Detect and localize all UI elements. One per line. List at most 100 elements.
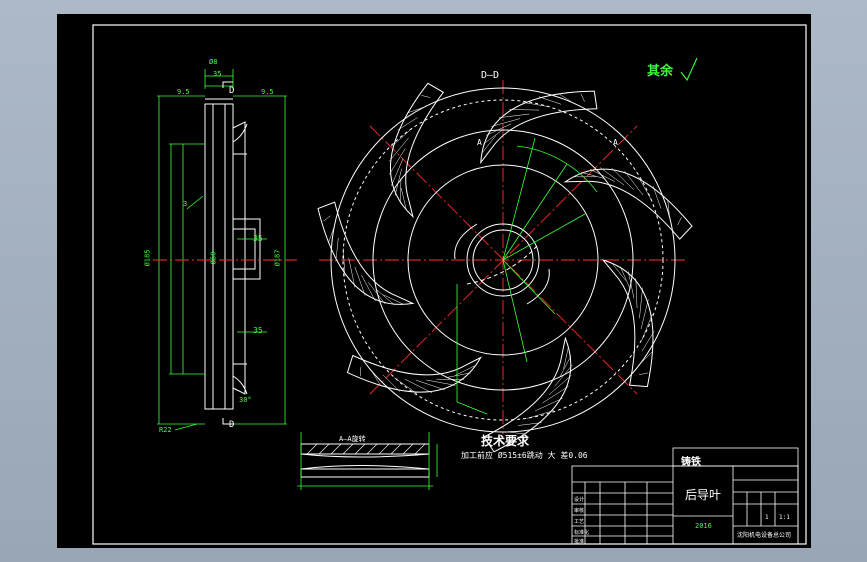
dim-right-offset: 9.5 (261, 88, 274, 96)
roughness-symbol (680, 57, 698, 82)
vane-hatch (640, 350, 654, 364)
vane-hatch (639, 372, 648, 376)
vane-hatch (554, 364, 573, 387)
vane-hatch (509, 109, 540, 111)
vane-hatch (348, 257, 356, 288)
inner-frame (92, 24, 807, 545)
dim-left-dia: Ø185 (143, 249, 152, 267)
cut-marker-right: A (613, 138, 618, 147)
view-marker-top: D (229, 86, 235, 96)
vane-hatch (635, 278, 638, 309)
title-block (571, 447, 799, 545)
tb-year: 2016 (695, 522, 712, 530)
vane-hatch (394, 377, 418, 394)
vane-outline (346, 354, 483, 393)
vane-hatch (599, 167, 625, 186)
vane-outline (480, 90, 598, 165)
vane-hatch (388, 148, 406, 175)
vane-hatch (559, 355, 572, 378)
vane-hatch (399, 178, 402, 204)
vane-hatch (558, 93, 573, 103)
vane-hatch (415, 379, 446, 391)
view-marker-bottom: D (229, 420, 235, 430)
vane-hatch (426, 379, 456, 386)
vane-hatch (628, 271, 635, 299)
front-view (330, 87, 676, 433)
vane-hatch (491, 118, 521, 127)
side-view (204, 98, 261, 410)
vane-hatch (611, 167, 634, 190)
vane-hatch (624, 170, 644, 196)
dim-right-dia: Ø187 (273, 249, 282, 267)
section-markers (222, 81, 233, 425)
section-a-dimensions (297, 432, 438, 490)
cut-marker-left: A (477, 138, 482, 147)
vane-hatch (375, 288, 395, 306)
vane-hatch (335, 237, 339, 262)
tech-note: 加工前应 Ø515±6跳动 大 差0.06 (461, 451, 588, 460)
vane-hatch (391, 127, 413, 147)
vane-hatch (371, 371, 382, 387)
vane-hatch (446, 372, 471, 378)
tb-approver: 批准 (574, 539, 585, 545)
vane-hatch (522, 102, 551, 108)
vane-hatch (397, 117, 418, 131)
vane-hatch (652, 186, 662, 209)
vane-hatch (641, 313, 653, 341)
vane-hatch (407, 107, 424, 114)
vane-hatch (527, 410, 554, 419)
vane-outline (483, 336, 572, 453)
vane-hatch (535, 398, 563, 412)
vane-hatch (640, 299, 649, 329)
vane-hatch (400, 188, 407, 210)
vane-hatch (581, 172, 606, 179)
dim-wall: 3 (183, 200, 188, 208)
vane-hatch (483, 129, 504, 145)
vane-hatch (548, 375, 572, 395)
vane-hatch (563, 347, 569, 369)
vane-hatch (542, 386, 569, 404)
vane-outline (563, 168, 693, 240)
section-label: D—D (481, 70, 500, 81)
vane-hatch (580, 93, 585, 102)
vane-outline (317, 201, 415, 305)
tb-checker: 审核 (574, 508, 585, 514)
vane-hatch (328, 227, 335, 244)
section-a-hatch (306, 443, 426, 455)
side-view-dimensions (157, 69, 287, 431)
dim-bottom: R22 (159, 426, 172, 434)
dim-angle: 30° (239, 396, 252, 404)
impeller-vanes (317, 82, 693, 453)
tb-sheet-count: 1 (765, 514, 769, 521)
tb-designer: 设计 (574, 497, 585, 503)
front-view-dimensions (456, 137, 598, 415)
vane-hatch (481, 135, 496, 153)
tb-standard: 标准化 (574, 530, 590, 536)
tb-material: 铸铁 (681, 457, 701, 468)
vane-hatch (382, 374, 401, 392)
vane-hatch (391, 158, 404, 186)
vane-hatch (361, 274, 376, 302)
dim-center-dia: Ø60 (209, 251, 218, 265)
vane-hatch (641, 331, 655, 352)
vane-hatch (620, 266, 631, 290)
vane-hatch (368, 282, 386, 305)
vane-hatch (394, 168, 402, 196)
vane-hatch (498, 113, 530, 118)
vane-hatch (667, 199, 670, 217)
vane-hatch (404, 379, 433, 394)
dim-hub-upper: 35 (253, 234, 263, 243)
dim-top-width: Ø8 (209, 58, 218, 66)
vane-hatch (589, 168, 615, 182)
tb-part-name: 后导叶 (685, 488, 722, 502)
section-a-view (300, 443, 430, 478)
section-view-label: A—A旋转 (339, 435, 366, 443)
vane-hatch (383, 294, 404, 305)
tb-company: 沈阳机电设备总公司 (737, 532, 792, 539)
dim-left-offset: 9.5 (177, 88, 190, 96)
roughness-note: 其余 (647, 64, 674, 79)
vane-hatch (486, 123, 512, 136)
vane-hatch (639, 287, 643, 319)
cad-drawing (92, 24, 807, 545)
tb-scale: 1:1 (779, 514, 790, 521)
